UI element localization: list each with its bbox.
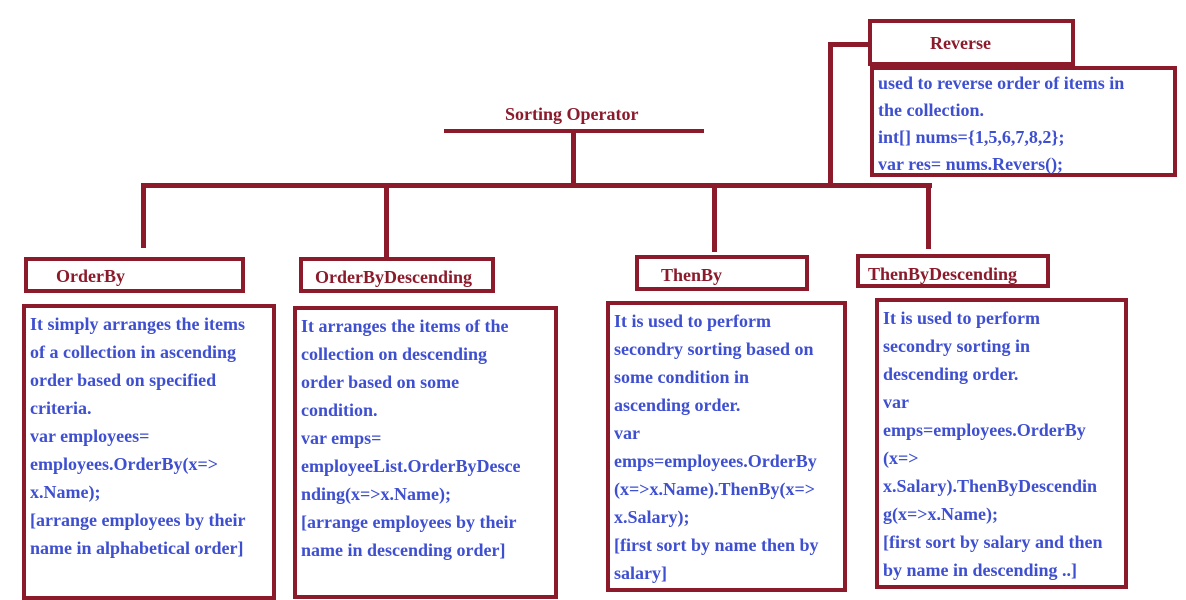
orderby-desc-line: employees.OrderBy(x=> xyxy=(30,454,218,474)
orderbydesc-desc-line: var emps= xyxy=(301,428,382,448)
orderbydesc-desc-line: [arrange employees by their xyxy=(301,512,517,532)
thenbydesc-desc-line: (x=> xyxy=(883,448,919,468)
thenbydesc-desc-box: It is used to perform secondry sorting i… xyxy=(875,298,1128,589)
thenbydesc-title: ThenByDescending xyxy=(868,264,1018,284)
thenby-desc-line: emps=employees.OrderBy xyxy=(614,451,817,471)
thenby-desc-line: some condition in xyxy=(614,367,750,387)
thenby-desc-line: salary] xyxy=(614,563,667,583)
thenbydesc-desc-line: var xyxy=(883,392,909,412)
orderby-desc-box: It simply arranges the items of a collec… xyxy=(22,304,276,600)
thenby-desc-box: It is used to perform secondry sorting b… xyxy=(606,301,847,592)
thenbydesc-desc-line: by name in descending ..] xyxy=(883,560,1078,580)
orderbydesc-desc-line: order based on some xyxy=(301,372,460,392)
branch-reverse-stem xyxy=(828,42,833,186)
orderbydesc-desc-line: nding(x=>x.Name); xyxy=(301,484,452,504)
thenbydesc-desc-line: x.Salary).ThenByDescendin xyxy=(883,476,1098,496)
orderbydesc-desc-line: condition. xyxy=(301,400,378,420)
orderbydesc-desc-line: name in descending order] xyxy=(301,540,506,560)
thenby-desc-line: [first sort by name then by xyxy=(614,535,819,555)
reverse-desc-line: used to reverse order of items in xyxy=(878,73,1125,93)
reverse-desc-box: used to reverse order of items in the co… xyxy=(870,66,1177,177)
thenby-title-box: ThenBy xyxy=(635,255,809,291)
root-stem xyxy=(571,131,576,185)
orderby-desc-line: criteria. xyxy=(30,398,92,418)
branch-reverse-arm xyxy=(828,42,870,47)
orderby-desc-line: of a collection in ascending xyxy=(30,342,236,362)
branch-thenbydesc xyxy=(926,183,931,249)
branch-orderbydesc xyxy=(384,183,389,258)
orderby-title: OrderBy xyxy=(56,266,125,286)
thenby-desc-line: (x=>x.Name).ThenBy(x=> xyxy=(614,479,816,499)
thenbydesc-desc-line: descending order. xyxy=(883,364,1019,384)
orderbydesc-title-box: OrderByDescending xyxy=(299,257,495,293)
orderby-desc-line: order based on specified xyxy=(30,370,217,390)
orderbydesc-desc-box: It arranges the items of the collection … xyxy=(293,306,558,599)
reverse-desc-line: var res= nums.Revers(); xyxy=(878,154,1064,174)
thenbydesc-title-box: ThenByDescending xyxy=(856,254,1050,288)
orderby-desc-line: name in alphabetical order] xyxy=(30,538,244,558)
orderbydesc-title: OrderByDescending xyxy=(315,267,472,287)
reverse-desc-line: the collection. xyxy=(878,100,984,120)
orderbydesc-desc-line: collection on descending xyxy=(301,344,488,364)
root-label: Sorting Operator xyxy=(505,104,639,124)
thenby-desc-line: x.Salary); xyxy=(614,507,690,527)
orderby-desc-line: x.Name); xyxy=(30,482,101,502)
thenby-desc-line: ascending order. xyxy=(614,395,741,415)
branch-orderby xyxy=(141,183,146,248)
reverse-title-box: Reverse xyxy=(868,19,1075,66)
reverse-desc-line: int[] nums={1,5,6,7,8,2}; xyxy=(878,127,1065,147)
orderby-desc-line: It simply arranges the items xyxy=(30,314,245,334)
reverse-title: Reverse xyxy=(930,33,991,53)
thenbydesc-desc-line: g(x=>x.Name); xyxy=(883,504,998,524)
thenby-title: ThenBy xyxy=(661,265,723,285)
thenbydesc-desc-line: secondry sorting in xyxy=(883,336,1031,356)
orderby-desc-line: [arrange employees by their xyxy=(30,510,246,530)
thenby-desc-line: var xyxy=(614,423,640,443)
thenbydesc-desc-line: emps=employees.OrderBy xyxy=(883,420,1086,440)
thenbydesc-desc-line: It is used to perform xyxy=(883,308,1040,328)
thenby-desc-line: secondry sorting based on xyxy=(614,339,814,359)
branch-bar xyxy=(141,183,932,188)
branch-thenby xyxy=(712,183,717,252)
thenbydesc-desc-line: [first sort by salary and then xyxy=(883,532,1103,552)
orderbydesc-desc-line: employeeList.OrderByDesce xyxy=(301,456,521,476)
thenby-desc-line: It is used to perform xyxy=(614,311,771,331)
orderby-title-box: OrderBy xyxy=(24,257,245,293)
orderbydesc-desc-line: It arranges the items of the xyxy=(301,316,509,336)
orderby-desc-line: var employees= xyxy=(30,426,150,446)
